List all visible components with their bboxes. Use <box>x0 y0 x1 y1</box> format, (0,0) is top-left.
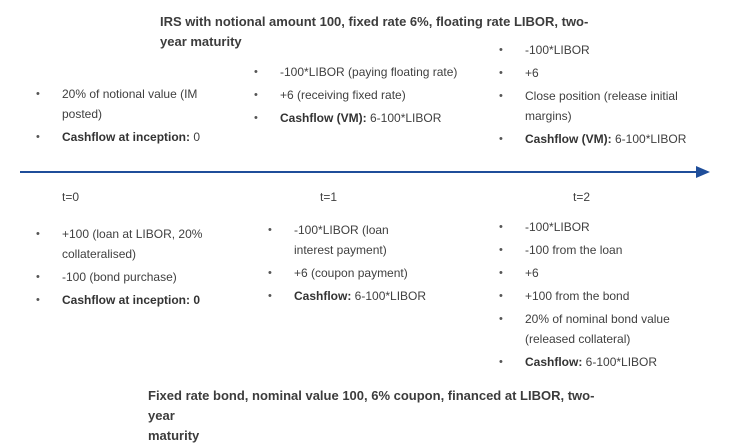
bullet-icon: • <box>36 131 40 143</box>
irs-t0-cashflow-label: Cashflow at inception: <box>62 130 191 144</box>
irs-t2-item-text: +6 <box>525 66 539 80</box>
bond-t0-cashflow: • Cashflow at inception: 0 <box>34 290 254 310</box>
bond-t2-item: • +6 <box>497 263 737 283</box>
bond-t2-block: • -100*LIBOR • -100 from the loan • +6 •… <box>497 217 737 375</box>
irs-t0-cashflow-value: 0 <box>190 130 201 144</box>
bond-t2-item-text: +6 <box>525 266 539 280</box>
irs-t2-item: • +6 <box>497 63 737 83</box>
bond-t2-item-line1: 20% of nominal bond value <box>525 312 670 326</box>
bullet-icon: • <box>499 67 503 79</box>
timeline-arrow <box>20 166 710 178</box>
bond-t2-cashflow-value: 6-100*LIBOR <box>582 355 658 369</box>
irs-t1-item: • +6 (receiving fixed rate) <box>252 85 492 105</box>
irs-t1-block: • -100*LIBOR (paying floating rate) • +6… <box>252 62 492 131</box>
irs-title: IRS with notional amount 100, fixed rate… <box>160 12 610 52</box>
irs-t0-cashflow: • Cashflow at inception: 0 <box>34 127 254 147</box>
irs-t0-block: • 20% of notional value (IM posted) • Ca… <box>34 84 254 150</box>
bullet-icon: • <box>254 66 258 78</box>
bond-t2-item: • 20% of nominal bond value (released co… <box>497 309 737 349</box>
bullet-icon: • <box>499 221 503 233</box>
bond-t0-item: • -100 (bond purchase) <box>34 267 254 287</box>
bullet-icon: • <box>268 224 272 236</box>
bond-title-line1: Fixed rate bond, nominal value 100, 6% c… <box>148 388 595 423</box>
bond-title-line2: maturity <box>148 428 200 443</box>
bond-t2-item: • -100*LIBOR <box>497 217 737 237</box>
bond-t1-cashflow-value: 6-100*LIBOR <box>351 289 427 303</box>
bullet-icon: • <box>268 267 272 279</box>
bond-t1-item-line2: interest payment) <box>294 243 387 257</box>
irs-t2-item: • -100*LIBOR <box>497 40 737 60</box>
bullet-icon: • <box>499 267 503 279</box>
bond-t0-item-line1: +100 (loan at LIBOR, 20% <box>62 227 203 241</box>
irs-title-line2: year maturity <box>160 34 242 49</box>
bond-t2-item-text: -100*LIBOR <box>525 220 590 234</box>
irs-t2-item-text: -100*LIBOR <box>525 43 590 57</box>
bond-t0-item-text: -100 (bond purchase) <box>62 270 177 284</box>
bond-t2-item-text: +100 from the bond <box>525 289 630 303</box>
bond-title: Fixed rate bond, nominal value 100, 6% c… <box>148 386 618 446</box>
irs-title-line1: IRS with notional amount 100, fixed rate… <box>160 14 589 29</box>
bullet-icon: • <box>36 228 40 240</box>
irs-t2-item: • Close position (release initial margin… <box>497 86 737 126</box>
bond-t2-item: • +100 from the bond <box>497 286 737 306</box>
bond-t1-item-text: +6 (coupon payment) <box>294 266 408 280</box>
time-label-t1: t=1 <box>320 190 338 204</box>
bond-t1-item: • +6 (coupon payment) <box>266 263 486 283</box>
bullet-icon: • <box>36 88 40 100</box>
timeline-arrowhead-icon <box>696 166 710 178</box>
bullet-icon: • <box>499 356 503 368</box>
bond-t1-item-line1: -100*LIBOR (loan <box>294 223 389 237</box>
irs-t2-cashflow-value: 6-100*LIBOR <box>611 132 687 146</box>
bond-t1-cashflow-label: Cashflow: <box>294 289 352 303</box>
bullet-icon: • <box>499 290 503 302</box>
irs-t0-item-line2: posted) <box>62 107 103 121</box>
bond-t2-cashflow: • Cashflow: 6-100*LIBOR <box>497 352 737 372</box>
bullet-icon: • <box>499 90 503 102</box>
irs-t2-cashflow: • Cashflow (VM): 6-100*LIBOR <box>497 129 737 149</box>
irs-t1-item-text: +6 (receiving fixed rate) <box>280 88 406 102</box>
irs-t1-item: • -100*LIBOR (paying floating rate) <box>252 62 492 82</box>
irs-t2-block: • -100*LIBOR • +6 • Close position (rele… <box>497 40 737 152</box>
irs-t1-cashflow-label: Cashflow (VM): <box>280 111 367 125</box>
bullet-icon: • <box>36 271 40 283</box>
irs-t0-item-line1: 20% of notional value (IM <box>62 87 198 101</box>
bond-t2-item-text: -100 from the loan <box>525 243 623 257</box>
bullet-icon: • <box>499 44 503 56</box>
bullet-icon: • <box>36 294 40 306</box>
bond-t1-block: • -100*LIBOR (loan interest payment) • +… <box>266 220 486 309</box>
irs-t2-item-line2: margins) <box>525 109 572 123</box>
irs-t1-item-text: -100*LIBOR (paying floating rate) <box>280 65 458 79</box>
irs-t1-cashflow-value: 6-100*LIBOR <box>366 111 442 125</box>
bond-t1-cashflow: • Cashflow: 6-100*LIBOR <box>266 286 486 306</box>
bond-t2-item-line2: (released collateral) <box>525 332 631 346</box>
irs-t2-cashflow-label: Cashflow (VM): <box>525 132 612 146</box>
bond-t2-cashflow-label: Cashflow: <box>525 355 583 369</box>
bullet-icon: • <box>499 244 503 256</box>
bond-t0-block: • +100 (loan at LIBOR, 20% collateralise… <box>34 224 254 313</box>
bullet-icon: • <box>499 313 503 325</box>
bullet-icon: • <box>499 133 503 145</box>
time-label-t0: t=0 <box>62 190 80 204</box>
irs-t0-item: • 20% of notional value (IM posted) <box>34 84 254 124</box>
bond-t0-cashflow-label: Cashflow at inception: 0 <box>62 293 201 307</box>
bond-t2-item: • -100 from the loan <box>497 240 737 260</box>
bullet-icon: • <box>268 290 272 302</box>
bullet-icon: • <box>254 112 258 124</box>
irs-t1-cashflow: • Cashflow (VM): 6-100*LIBOR <box>252 108 492 128</box>
time-label-t2: t=2 <box>573 190 591 204</box>
bond-t1-item: • -100*LIBOR (loan interest payment) <box>266 220 486 260</box>
bond-t0-item-line2: collateralised) <box>62 247 137 261</box>
bond-t0-item: • +100 (loan at LIBOR, 20% collateralise… <box>34 224 254 264</box>
bullet-icon: • <box>254 89 258 101</box>
irs-t2-item-line1: Close position (release initial <box>525 89 678 103</box>
